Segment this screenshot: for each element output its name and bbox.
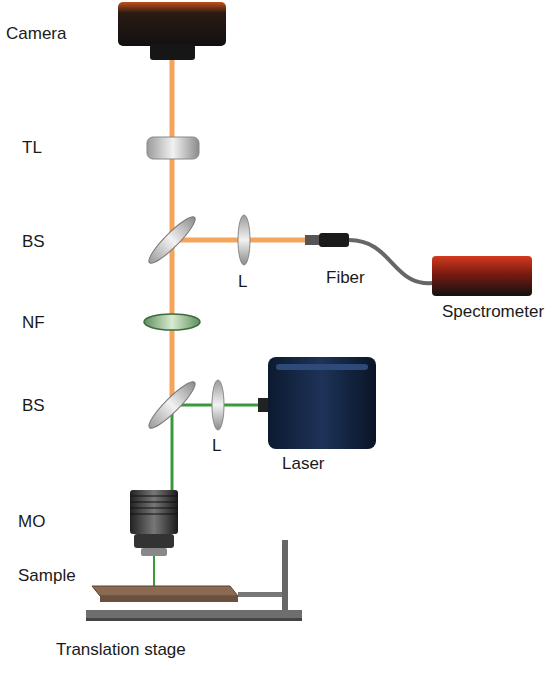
stage-arm xyxy=(238,592,284,597)
camera-body xyxy=(118,2,226,46)
part-label: L xyxy=(238,272,247,292)
camera-lens xyxy=(150,44,195,60)
part-label: BS xyxy=(22,232,45,252)
part-label: Sample xyxy=(18,566,76,586)
part-label: MO xyxy=(18,512,45,532)
laser-body xyxy=(268,357,376,449)
objective-tip xyxy=(141,548,167,556)
notch-filter xyxy=(144,314,200,330)
microscope-objective xyxy=(130,490,178,534)
part-label: BS xyxy=(22,396,45,416)
laser-beam xyxy=(153,556,155,586)
lens xyxy=(238,215,250,265)
translation-stage xyxy=(86,618,302,621)
beam-splitter xyxy=(144,212,199,267)
part-label: Laser xyxy=(282,454,325,474)
fiber-connector xyxy=(305,235,319,245)
part-label: Spectrometer xyxy=(442,302,544,322)
laser-body xyxy=(276,364,368,370)
part-label: Translation stage xyxy=(56,640,186,660)
sample xyxy=(100,596,238,602)
stage-post xyxy=(282,540,288,616)
laser-beam xyxy=(171,405,174,492)
tube-lens xyxy=(147,137,199,159)
sample xyxy=(92,586,238,596)
translation-stage xyxy=(86,610,302,618)
part-label: TL xyxy=(22,138,42,158)
part-label: NF xyxy=(22,313,45,333)
part-label: Fiber xyxy=(326,268,365,288)
part-label: L xyxy=(212,436,221,456)
spectrometer-body xyxy=(432,256,532,296)
fiber-connector xyxy=(319,233,349,247)
part-label: Camera xyxy=(6,24,66,44)
beam-splitter xyxy=(144,377,199,432)
microscope-objective xyxy=(134,534,174,548)
lens xyxy=(212,380,224,430)
